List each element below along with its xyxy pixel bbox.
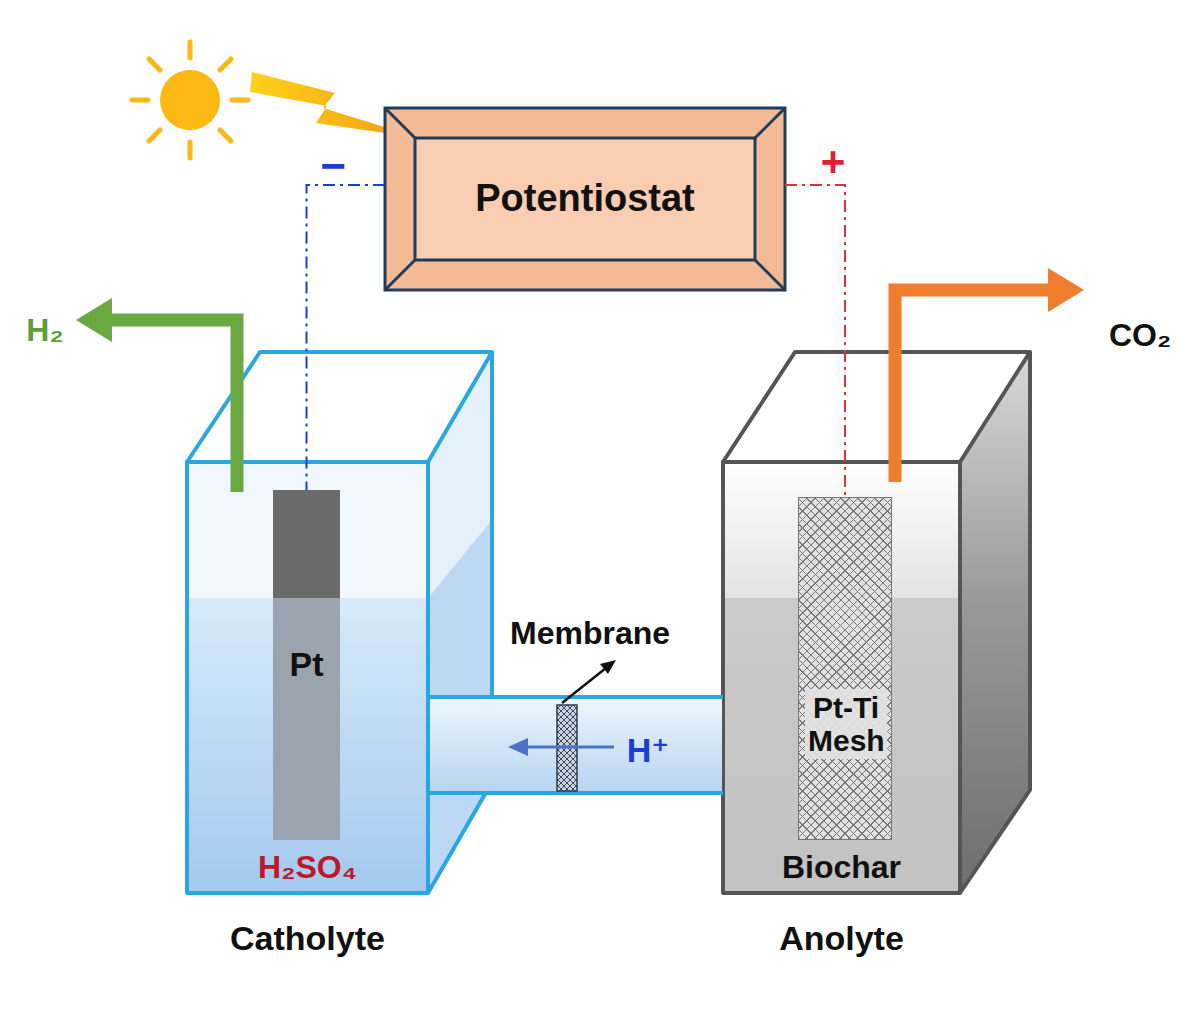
dashed-wire: [307, 185, 386, 490]
terminal-sign: +: [821, 141, 846, 183]
part-label: Membrane: [510, 617, 670, 649]
anolyte-chamber: BiocharAnolytePt-Ti Mesh: [723, 462, 960, 893]
electrode-label: Pt-Ti Mesh: [805, 689, 887, 759]
electrolyte-name: Biochar: [782, 850, 901, 885]
pt-electrode: Pt: [273, 490, 340, 840]
gas-label: CO₂: [1109, 319, 1171, 351]
electrode-label: Pt: [290, 646, 324, 683]
catholyte-chamber: H₂SO₄CatholytePt: [187, 462, 428, 893]
ion-label: H⁺: [627, 733, 670, 767]
salt-bridge-tube: [428, 697, 723, 793]
chamber-label: Anolyte: [779, 920, 904, 957]
terminal-sign: −: [320, 144, 346, 188]
dashed-wire: [785, 185, 845, 497]
h2-outlet-arrow: [76, 298, 237, 492]
anolyte-tank: [723, 352, 1030, 893]
chamber-label: Catholyte: [230, 920, 385, 957]
leader-arrow: [562, 660, 616, 703]
electrolyte-name: H₂SO₄: [258, 850, 357, 885]
gas-label: H₂: [26, 314, 63, 346]
co2-outlet-arrow: [895, 268, 1084, 482]
sun-icon: [132, 42, 248, 158]
pt-ti-mesh-electrode: Pt-Ti Mesh: [798, 497, 892, 840]
box-title: Potentiostat: [475, 178, 695, 220]
potentiostat-frame: [385, 108, 785, 290]
proton-flow-arrow: [508, 738, 614, 756]
potentiostat-box: Potentiostat: [385, 108, 785, 290]
